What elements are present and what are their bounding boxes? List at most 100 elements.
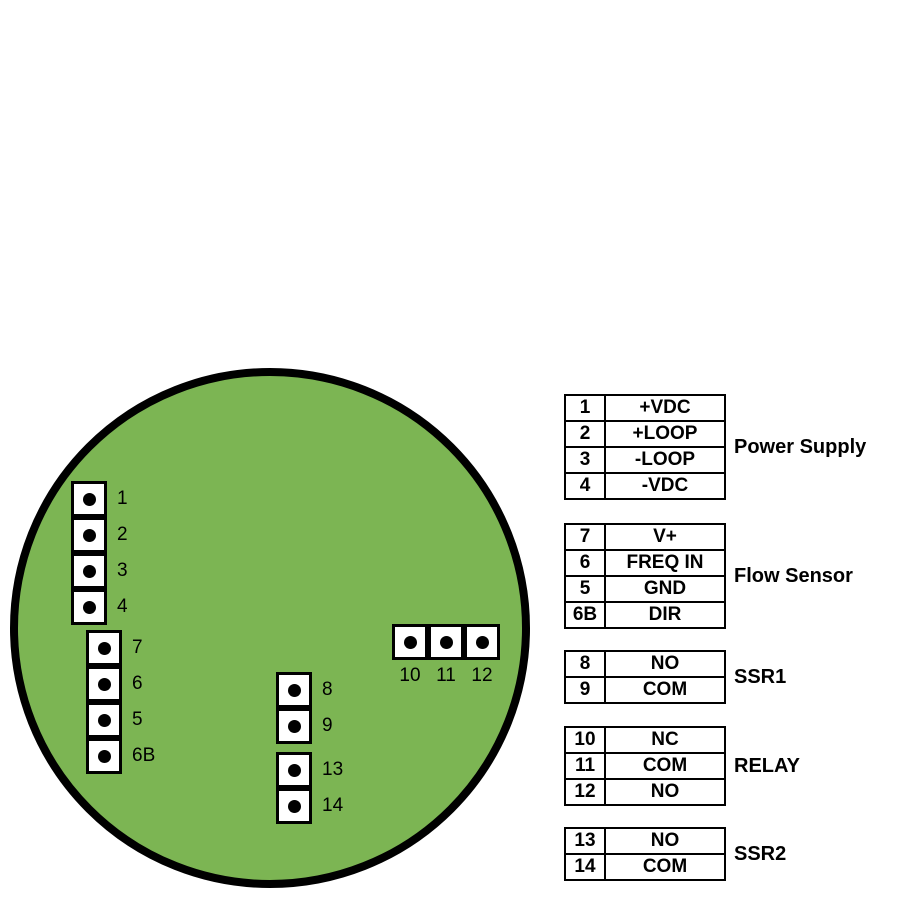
- pin-cell: 8: [566, 652, 606, 676]
- group-label-flow-sensor: Flow Sensor: [734, 564, 853, 587]
- signal-cell: COM: [642, 755, 688, 776]
- signal-cell: NO: [650, 781, 680, 802]
- terminal-block-4: [71, 589, 107, 625]
- pin-cell: 9: [566, 678, 606, 702]
- terminal-pin-icon: [475, 635, 489, 649]
- terminal-pin-icon: [97, 749, 111, 763]
- table-row: 9 COM: [566, 676, 724, 702]
- table-row: 5 GND: [566, 575, 724, 601]
- table-row: 12 NO: [566, 778, 724, 804]
- terminal-row: 13: [276, 752, 343, 788]
- terminal-row: 3: [71, 553, 128, 589]
- signal-cell: -VDC: [641, 475, 689, 496]
- terminal-block-14: [276, 788, 312, 824]
- table-row: 2 +LOOP: [566, 420, 724, 446]
- terminal-label: 12: [471, 665, 493, 686]
- terminal-row: 8: [276, 672, 333, 708]
- table-row: 1 +VDC: [566, 396, 724, 420]
- terminal-row: 4: [71, 589, 128, 625]
- terminal-group-relay: 10 11 12: [392, 624, 500, 687]
- terminal-row: 1: [71, 481, 128, 517]
- pin-cell: 12: [566, 780, 606, 804]
- terminal-pin-icon: [97, 641, 111, 655]
- terminal-label: 3: [117, 560, 128, 581]
- terminal-block-2: [71, 517, 107, 553]
- terminal-row: 6B: [86, 738, 155, 774]
- terminal-row: 9: [276, 708, 333, 744]
- signal-cell: NO: [650, 830, 680, 851]
- terminal-label: 4: [117, 596, 128, 617]
- table-relay: 10 NC 11 COM 12 NO RELAY: [564, 726, 800, 806]
- terminal-label: 7: [132, 637, 143, 658]
- terminal-pin-icon: [287, 799, 301, 813]
- terminal-label: 11: [436, 665, 456, 686]
- terminal-group-power: 1 2 3 4: [71, 481, 128, 625]
- terminal-block-6: [86, 666, 122, 702]
- terminal-block-5: [86, 702, 122, 738]
- terminal-row: 2: [71, 517, 128, 553]
- terminal-block-1: [71, 481, 107, 517]
- terminal-label: 2: [117, 524, 128, 545]
- signal-cell: V+: [653, 526, 677, 547]
- table-row: 7 V+: [566, 525, 724, 549]
- pin-cell: 14: [566, 855, 606, 879]
- table-row: 4 -VDC: [566, 472, 724, 498]
- terminal-group-ssr2: 13 14: [276, 752, 343, 824]
- terminal-column: 10: [392, 624, 428, 687]
- pin-cell: 2: [566, 422, 606, 446]
- signal-cell: FREQ IN: [626, 552, 704, 573]
- pin-cell: 7: [566, 525, 606, 549]
- table-row: 6B DIR: [566, 601, 724, 627]
- pin-cell: 6B: [566, 603, 606, 627]
- table-ssr1: 8 NO 9 COM SSR1: [564, 650, 786, 704]
- terminal-row: 14: [276, 788, 343, 824]
- group-label-relay: RELAY: [734, 754, 800, 777]
- terminal-label: 6: [132, 673, 143, 694]
- terminal-label: 5: [132, 709, 143, 730]
- terminal-block-11: [428, 624, 464, 660]
- terminal-label: 8: [322, 679, 333, 700]
- signal-table: 7 V+ 6 FREQ IN 5 GND 6B DIR: [564, 523, 726, 629]
- table-row: 3 -LOOP: [566, 446, 724, 472]
- terminal-block-8: [276, 672, 312, 708]
- terminal-pin-icon: [82, 528, 96, 542]
- signal-cell: DIR: [648, 604, 682, 625]
- group-label-power-supply: Power Supply: [734, 435, 867, 458]
- terminal-label: 9: [322, 715, 333, 736]
- signal-cell: +VDC: [639, 397, 691, 418]
- table-power-supply: 1 +VDC 2 +LOOP 3 -LOOP 4 -VDC Power Supp…: [564, 394, 866, 500]
- group-label-ssr2: SSR2: [734, 842, 787, 865]
- terminal-row: 6: [86, 666, 155, 702]
- signal-cell: GND: [643, 578, 687, 599]
- terminal-pin-icon: [439, 635, 453, 649]
- pin-cell: 10: [566, 728, 606, 752]
- terminal-pin-icon: [82, 600, 96, 614]
- terminal-block-12: [464, 624, 500, 660]
- terminal-block-9: [276, 708, 312, 744]
- terminal-row: 5: [86, 702, 155, 738]
- terminal-label: 1: [117, 488, 128, 509]
- table-row: 6 FREQ IN: [566, 549, 724, 575]
- terminal-block-3: [71, 553, 107, 589]
- terminal-block-7: [86, 630, 122, 666]
- terminal-label: 6B: [132, 745, 156, 766]
- terminal-pin-icon: [97, 677, 111, 691]
- signal-table: 13 NO 14 COM: [564, 827, 726, 881]
- terminal-label: 13: [322, 759, 344, 780]
- terminal-row: 7: [86, 630, 155, 666]
- terminal-block-10: [392, 624, 428, 660]
- terminal-group-flow-sensor: 7 6 5 6B: [86, 630, 155, 774]
- pin-cell: 5: [566, 577, 606, 601]
- pin-cell: 13: [566, 829, 606, 853]
- signal-table: 1 +VDC 2 +LOOP 3 -LOOP 4 -VDC: [564, 394, 726, 500]
- pin-cell: 1: [566, 396, 606, 420]
- signal-table: 8 NO 9 COM: [564, 650, 726, 704]
- terminal-pin-icon: [97, 713, 111, 727]
- terminal-pin-icon: [287, 683, 301, 697]
- group-label-ssr1: SSR1: [734, 665, 787, 688]
- pin-cell: 6: [566, 551, 606, 575]
- table-ssr2: 13 NO 14 COM SSR2: [564, 827, 786, 881]
- signal-table: 10 NC 11 COM 12 NO: [564, 726, 726, 806]
- pin-cell: 3: [566, 448, 606, 472]
